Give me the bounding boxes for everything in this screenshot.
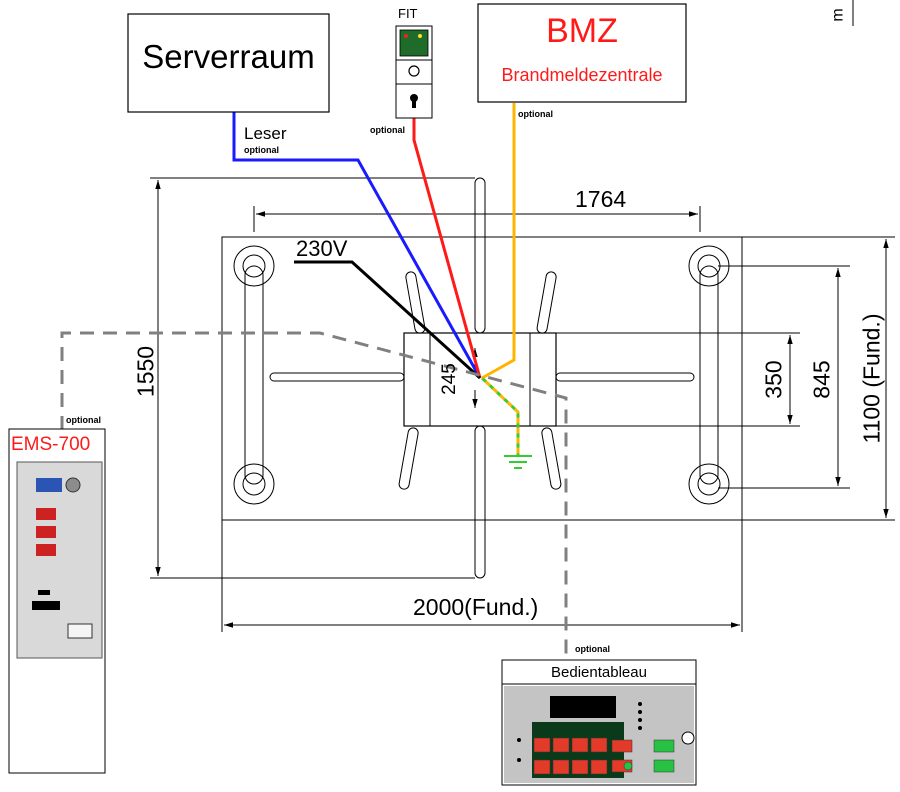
optional-label-fit: optional xyxy=(370,125,405,135)
corner-mark-label: m xyxy=(829,8,847,22)
dimension-350: 350 xyxy=(760,360,787,399)
bmz-title: BMZ xyxy=(546,12,618,50)
bedientableau-label: Bedientableau xyxy=(551,664,647,681)
turnstile-arm-horizontal xyxy=(269,372,695,382)
bmz-subtitle: Brandmeldezentrale xyxy=(501,65,663,85)
optional-label-ems: optional xyxy=(66,415,101,425)
dimension-2000-fund: 2000(Fund.) xyxy=(413,594,539,620)
foundation-plate xyxy=(221,236,743,521)
optional-label-tableau: optional xyxy=(575,644,610,654)
turnstile-arm-vertical xyxy=(474,177,486,579)
fit-device xyxy=(395,25,433,119)
power-cable xyxy=(294,260,482,380)
dimension-1550: 1550 xyxy=(132,345,159,398)
leser-cable xyxy=(232,110,482,379)
dimension-lines xyxy=(150,177,895,632)
ground-icon xyxy=(504,455,532,469)
leser-label: Leser xyxy=(244,124,287,143)
optional-label-bmz: optional xyxy=(518,109,553,119)
optional-label-leser: optional xyxy=(244,145,279,155)
optional-cable-dashed xyxy=(60,331,568,658)
fit-cable xyxy=(412,118,482,379)
dimension-245: 245 xyxy=(439,363,460,395)
serverraum-box xyxy=(127,13,330,113)
ground-cable xyxy=(480,376,520,455)
serverraum-label: Serverraum xyxy=(142,38,315,75)
bedientableau-panel xyxy=(501,659,697,786)
fit-label: FIT xyxy=(398,6,418,21)
power-230v-label: 230V xyxy=(296,236,348,261)
bmz-box xyxy=(477,3,687,103)
central-housing xyxy=(403,332,557,427)
ems-700-label: EMS-700 xyxy=(11,434,91,455)
dimension-845: 845 xyxy=(808,360,835,399)
turnstile-arm-diagonal xyxy=(398,271,562,490)
dimension-1100-fund: 1100 (Fund.) xyxy=(858,313,885,444)
ems-700-cabinet xyxy=(8,428,106,774)
corner-post xyxy=(233,245,730,505)
bmz-cable xyxy=(481,103,516,380)
dimension-1764: 1764 xyxy=(575,186,627,212)
